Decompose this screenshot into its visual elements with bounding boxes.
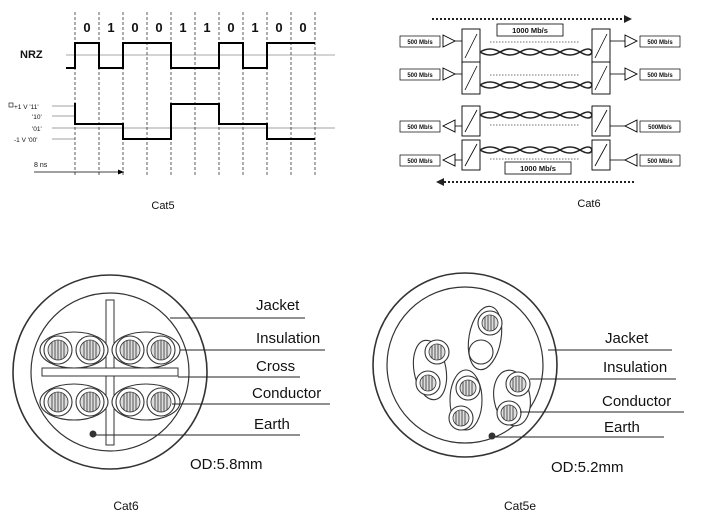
cat5-caption: Cat5 — [151, 200, 174, 212]
right-rate-3: 500Mb/s — [648, 125, 672, 131]
bit-4: 1 — [179, 20, 186, 35]
right-rate-4: 500 Mb/s — [647, 159, 673, 165]
cat5e-label-conductor: Conductor — [602, 393, 671, 410]
cat5e-cable-section: Jacket Insulation Conductor Earth OD:5.2… — [372, 272, 684, 513]
cat5e-conductors — [415, 310, 531, 431]
level-label-10: '10' — [32, 114, 42, 121]
cat6-cable-section: Jacket Insulation Cross Conductor Earth … — [12, 274, 330, 513]
cat6-od-label: OD:5.8mm — [190, 456, 263, 473]
bit-7: 1 — [251, 20, 258, 35]
cat6-label-cross: Cross — [256, 358, 295, 375]
cat6-conductors — [43, 335, 176, 417]
cat6-signal-caption: Cat6 — [577, 198, 600, 210]
level-label-01: '01' — [32, 126, 42, 133]
bit-5: 1 — [203, 20, 210, 35]
cat5e-cable-caption: Cat5e — [504, 499, 536, 513]
cat5-signal-panel: 0 1 0 0 1 1 0 1 0 0 NRZ +1 V '11' '10' '… — [8, 12, 335, 212]
cat6-earth-wire — [89, 430, 97, 438]
nrz-label: NRZ — [20, 49, 43, 61]
twisted-pairs — [479, 48, 593, 154]
cat5e-label-earth: Earth — [604, 419, 640, 436]
cat6-label-conductor: Conductor — [252, 385, 321, 402]
cat6-label-jacket: Jacket — [256, 297, 300, 314]
nrz-waveform — [66, 42, 315, 69]
right-rate-2: 500 Mb/s — [647, 73, 673, 79]
bit-9: 0 — [299, 20, 306, 35]
left-rate-4: 500 Mb/s — [407, 159, 433, 165]
bit-3: 0 — [155, 20, 162, 35]
bit-8: 0 — [275, 20, 282, 35]
right-rate-1: 500 Mb/s — [647, 40, 673, 46]
level-label-11: +1 V '11' — [14, 104, 39, 111]
left-rate-3: 500 Mb/s — [407, 125, 433, 131]
bit-0: 0 — [83, 20, 90, 35]
level-label-00: -1 V '00' — [14, 137, 37, 144]
cat5e-earth-wire — [488, 432, 496, 440]
cat5e-label-insulation: Insulation — [603, 359, 667, 376]
bit-1: 1 — [107, 20, 114, 35]
top-rate-label: 1000 Mb/s — [512, 26, 548, 35]
cat6-signal-panel: 1000 Mb/s 1000 Mb/s 500 Mb/s 500 Mb/s 50… — [399, 15, 681, 210]
bit-6: 0 — [227, 20, 234, 35]
left-rate-2: 500 Mb/s — [407, 73, 433, 79]
cat6-label-insulation: Insulation — [256, 330, 320, 347]
bottom-rate-label: 1000 Mb/s — [520, 164, 556, 173]
bit-2: 0 — [131, 20, 138, 35]
cat5e-od-label: OD:5.2mm — [551, 459, 624, 476]
left-rate-1: 500 Mb/s — [407, 40, 433, 46]
cat5e-label-jacket: Jacket — [605, 330, 649, 347]
cat6-cable-caption: Cat6 — [113, 499, 139, 513]
mlt-waveform — [74, 103, 315, 140]
cat6-label-earth: Earth — [254, 416, 290, 433]
timing-label: 8 ns — [34, 162, 48, 169]
